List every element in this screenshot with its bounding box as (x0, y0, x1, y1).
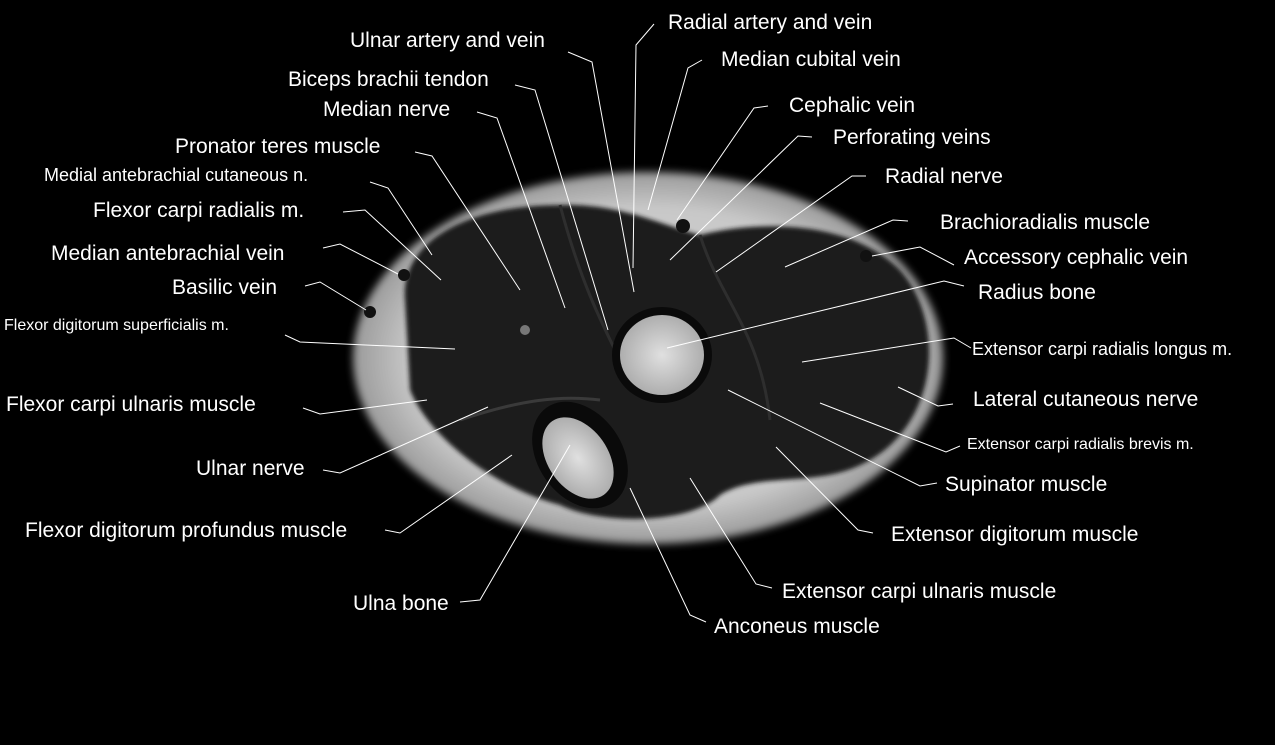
label-pronator-teres: Pronator teres muscle (175, 135, 381, 158)
label-anconeus: Anconeus muscle (714, 615, 880, 638)
label-medial-antebrachial-cutaneous: Medial antebrachial cutaneous n. (44, 165, 309, 185)
leader-lines (284, 23, 972, 623)
cephalic-vein-dot (676, 219, 690, 233)
label-flexor-digitorum-profundus: Flexor digitorum profundus muscle (25, 519, 348, 542)
label-extensor-digitorum: Extensor digitorum muscle (891, 523, 1139, 546)
label-ulna-bone: Ulna bone (353, 592, 449, 615)
label-extensor-carpi-radialis-brevis: Extensor carpi radialis brevis m. (967, 436, 1194, 453)
label-extensor-carpi-radialis-longus: Extensor carpi radialis longus m. (972, 339, 1233, 359)
label-median-cubital-vein: Median cubital vein (721, 48, 901, 71)
label-perforating-veins: Perforating veins (833, 126, 991, 149)
accessory-cephalic-vein-dot (860, 250, 872, 262)
label-median-antebrachial-vein: Median antebrachial vein (51, 242, 285, 265)
label-flexor-digitorum-superficialis: Flexor digitorum superficialis m. (4, 317, 229, 334)
label-median-nerve: Median nerve (323, 98, 451, 121)
label-extensor-carpi-ulnaris: Extensor carpi ulnaris muscle (782, 580, 1057, 603)
median-antebrachial-vein-dot (398, 269, 410, 281)
label-brachioradialis: Brachioradialis muscle (940, 211, 1151, 234)
ulnar-vessel-dot (520, 325, 530, 335)
label-ulnar-nerve: Ulnar nerve (196, 457, 305, 480)
ulna-marrow (542, 417, 614, 499)
label-radial-artery-vein: Radial artery and vein (668, 11, 873, 34)
label-biceps-brachii-tendon: Biceps brachii tendon (288, 68, 489, 91)
label-basilic-vein: Basilic vein (172, 276, 278, 299)
label-accessory-cephalic-vein: Accessory cephalic vein (964, 246, 1189, 269)
label-supinator: Supinator muscle (945, 473, 1108, 496)
label-radius-bone: Radius bone (978, 281, 1096, 304)
label-flexor-carpi-ulnaris: Flexor carpi ulnaris muscle (6, 393, 256, 416)
label-flexor-carpi-radialis: Flexor carpi radialis m. (93, 199, 305, 222)
basilic-vein-dot (364, 306, 376, 318)
label-ulnar-artery-vein: Ulnar artery and vein (350, 29, 545, 52)
label-lateral-cutaneous-nerve: Lateral cutaneous nerve (973, 388, 1199, 411)
radius-marrow (620, 315, 704, 395)
label-cephalic-vein: Cephalic vein (789, 94, 916, 117)
label-radial-nerve: Radial nerve (885, 165, 1003, 188)
